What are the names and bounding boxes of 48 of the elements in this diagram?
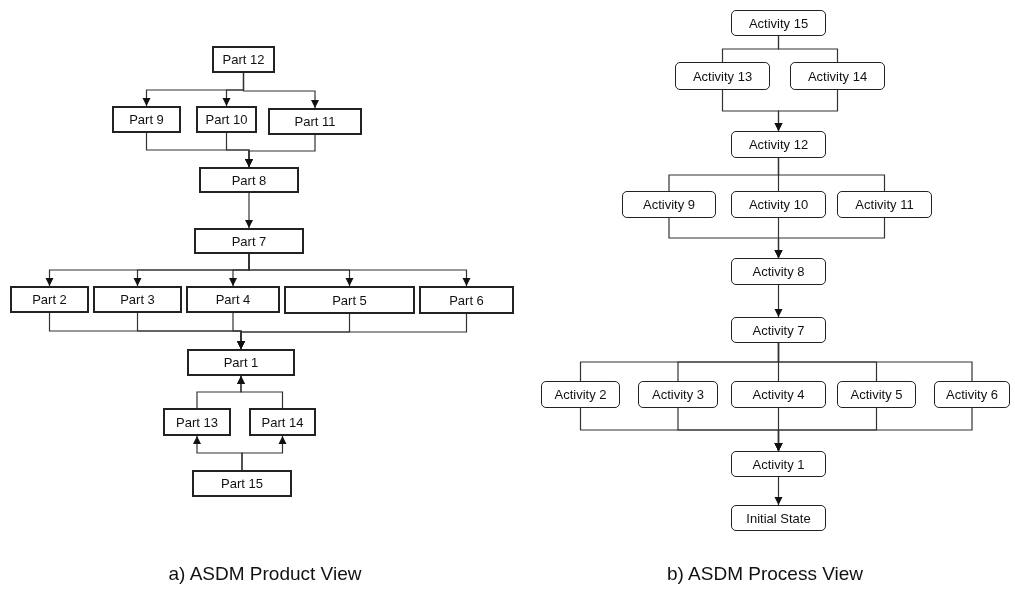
arrow [774, 217, 886, 259]
activity-box: Activity 11 [837, 191, 932, 218]
activity-box: Activity 14 [790, 62, 885, 90]
part-box: Part 15 [192, 470, 292, 497]
connector-line [777, 35, 839, 63]
part-box: Part 9 [112, 106, 181, 133]
activity-box: Initial State [731, 505, 826, 531]
part-box: Part 4 [186, 286, 280, 313]
part-box: Part 10 [196, 106, 257, 133]
activity-box: Activity 6 [934, 381, 1010, 408]
arrow [774, 476, 783, 506]
part-box: Part 12 [212, 46, 275, 73]
activity-box: Activity 8 [731, 258, 826, 285]
part-box: Part 14 [249, 408, 316, 436]
part-box: Part 5 [284, 286, 415, 314]
part-box: Part 1 [187, 349, 295, 376]
part-box: Part 11 [268, 108, 362, 135]
activity-box: Activity 2 [541, 381, 620, 408]
figure-caption: a) ASDM Product View [168, 563, 362, 585]
arrow [237, 375, 284, 409]
part-box: Part 3 [93, 286, 182, 313]
arrow [242, 72, 319, 109]
arrow [774, 89, 839, 132]
activity-box: Activity 9 [622, 191, 716, 218]
part-box: Part 8 [199, 167, 299, 193]
arrow [248, 253, 471, 287]
arrow [237, 313, 468, 350]
part-box: Part 6 [419, 286, 514, 314]
figure-caption: b) ASDM Process View [666, 563, 864, 585]
part-box: Part 7 [194, 228, 304, 254]
connector-line [777, 157, 886, 192]
activity-box: Activity 4 [731, 381, 826, 408]
arrow [774, 407, 973, 452]
part-box: Part 13 [163, 408, 231, 436]
connector-line [777, 342, 973, 382]
activity-box: Activity 7 [731, 317, 826, 343]
activity-box: Activity 1 [731, 451, 826, 477]
activity-box: Activity 15 [731, 10, 826, 36]
activity-box: Activity 13 [675, 62, 770, 90]
arrow [241, 435, 287, 471]
arrow [774, 284, 783, 318]
activity-box: Activity 5 [837, 381, 916, 408]
arrow [245, 134, 316, 168]
arrow [245, 192, 253, 229]
activity-box: Activity 3 [638, 381, 718, 408]
activity-box: Activity 10 [731, 191, 826, 218]
activity-box: Activity 12 [731, 131, 826, 158]
part-box: Part 2 [10, 286, 89, 313]
